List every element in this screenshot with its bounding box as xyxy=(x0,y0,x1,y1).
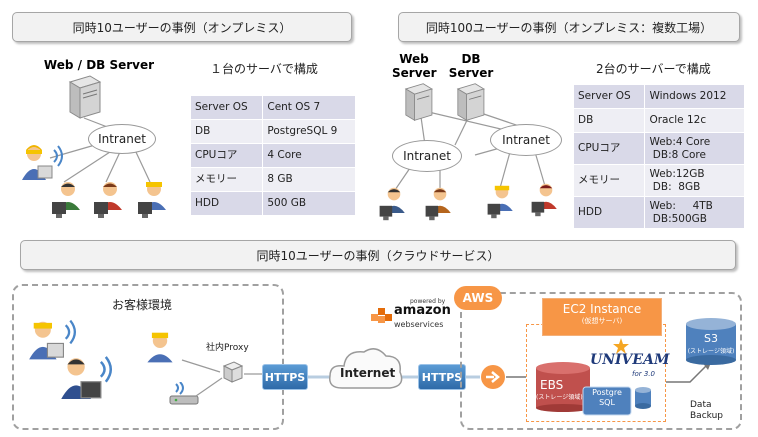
spec-key: HDD xyxy=(572,196,646,229)
univeam-logo: UNIVEAM for 3.0 xyxy=(590,338,670,380)
db-server-label-line1: DB xyxy=(461,52,481,66)
aws-cubes-icon xyxy=(371,308,392,323)
ebs-block: EBS (ストレージ領域) xyxy=(534,360,592,412)
spec-key: DB xyxy=(572,108,646,133)
ec2-instance-title: EC2 Instance (仮想サーバ) xyxy=(542,298,662,336)
s3-block: S3 (ストレージ領域) xyxy=(684,316,738,366)
user-at-pc-icon xyxy=(484,184,520,224)
postgresql-block: Postgre SQL xyxy=(582,382,632,418)
server-icon xyxy=(68,75,102,119)
ebs-cylinder-icon xyxy=(536,362,590,412)
left-caption: １台のサーバで構成 xyxy=(210,62,318,76)
panel-title-10-cloud: 同時10ユーザーの事例（クラウドサービス） xyxy=(20,240,736,270)
aws-amazon: amazon xyxy=(394,303,451,318)
user-at-pc-icon xyxy=(528,182,564,222)
right-intranet-2: Intranet xyxy=(490,124,562,156)
proxy-box-icon xyxy=(220,360,244,388)
s3-sub: (ストレージ領域) xyxy=(687,348,735,355)
customer-env-label: お客様環境 xyxy=(112,298,173,312)
spec-key: メモリー xyxy=(189,167,264,192)
spec-key: Server OS xyxy=(189,95,264,120)
panel-title-100-onprem: 同時100ユーザーの事例（オンプレミス：複数工場） xyxy=(398,12,740,42)
user-at-pc-icon xyxy=(48,180,88,224)
left-intranet: Intranet xyxy=(88,124,156,154)
customer-env-box xyxy=(12,284,284,430)
spec-value: 8 GB xyxy=(262,167,356,192)
ebs-label: EBS xyxy=(540,378,564,392)
univeam-version: for 3.0 xyxy=(632,370,655,378)
ec2-subtitle: (仮想サーバ) xyxy=(581,317,623,325)
proxy-label: 社内Proxy xyxy=(206,343,249,353)
ebs-sub: (ストレージ領域) xyxy=(536,394,583,401)
right-caption: 2台のサーバーで構成 xyxy=(596,62,711,76)
https-badge-2: HTTPS xyxy=(418,364,466,390)
postgresql-label: Postgre SQL xyxy=(592,388,622,407)
user-at-pc-icon xyxy=(422,186,458,226)
spec-value: Web:4 Core DB:8 Core xyxy=(644,132,745,165)
web-server-label: Web Server xyxy=(392,52,437,80)
spec-value: 4 Core xyxy=(262,143,356,168)
spec-key: Server OS xyxy=(572,84,646,109)
router-icon xyxy=(166,381,202,412)
spec-key: DB xyxy=(189,119,264,144)
aws-region-box xyxy=(460,292,742,430)
user-headset-icon xyxy=(54,352,118,408)
data-backup-label: Data Backup xyxy=(690,400,723,421)
server-icon xyxy=(456,83,485,122)
spec-key: CPUコア xyxy=(572,132,646,165)
internet-label: Internet xyxy=(340,366,396,380)
aws-badge: AWS xyxy=(454,286,502,310)
internet-cloud-icon xyxy=(329,348,403,389)
univeam-name: UNIVEAM xyxy=(590,352,670,368)
server-icon xyxy=(404,83,433,122)
aws-logo: powered by amazon webservices xyxy=(370,298,451,332)
univeam-star-icon xyxy=(613,338,629,354)
panel-title-10-onprem: 同時10ユーザーの事例（オンプレミス） xyxy=(12,12,352,42)
aws-powered-by: powered by xyxy=(410,298,446,305)
ec2-title: EC2 Instance xyxy=(562,302,642,316)
db-server-label-line2: Server xyxy=(448,66,494,80)
user-at-pc-icon xyxy=(376,186,412,226)
spec-value: Windows 2012 xyxy=(644,84,745,109)
spec-key: HDD xyxy=(189,191,264,216)
s3-label: S3 xyxy=(704,332,718,345)
s3-cylinder-icon xyxy=(686,318,736,365)
spec-key: CPUコア xyxy=(189,143,264,168)
https-badge-1: HTTPS xyxy=(262,364,308,390)
web-server-label-line1: Web xyxy=(399,52,429,66)
spec-value: Web: 4TB DB:500GB xyxy=(644,196,745,229)
db-server-label: DB Server xyxy=(446,52,496,80)
db-disk-icon xyxy=(635,387,651,409)
user-headset-icon xyxy=(18,142,66,188)
user-at-pc-icon xyxy=(134,180,174,224)
web-server-label-line2: Server xyxy=(392,66,437,80)
user-headset-icon xyxy=(22,316,82,368)
user-at-pc-icon xyxy=(90,180,130,224)
user-at-pc-icon xyxy=(140,330,180,370)
spec-value: Oracle 12c xyxy=(644,108,745,133)
spec-key: メモリー xyxy=(572,164,646,197)
spec-value: PostgreSQL 9 xyxy=(262,119,356,144)
aws-webservices: webservices xyxy=(394,320,444,329)
postgresql-cylinder-icon xyxy=(582,386,632,416)
gateway-icon xyxy=(481,365,505,389)
web-db-server-label: Web / DB Server xyxy=(43,58,155,72)
spec-value: Cent OS 7 xyxy=(262,95,356,120)
spec-value: Web:12GB DB: 8GB xyxy=(644,164,745,197)
right-intranet-1: Intranet xyxy=(392,140,462,172)
spec-value: 500 GB xyxy=(262,191,356,216)
